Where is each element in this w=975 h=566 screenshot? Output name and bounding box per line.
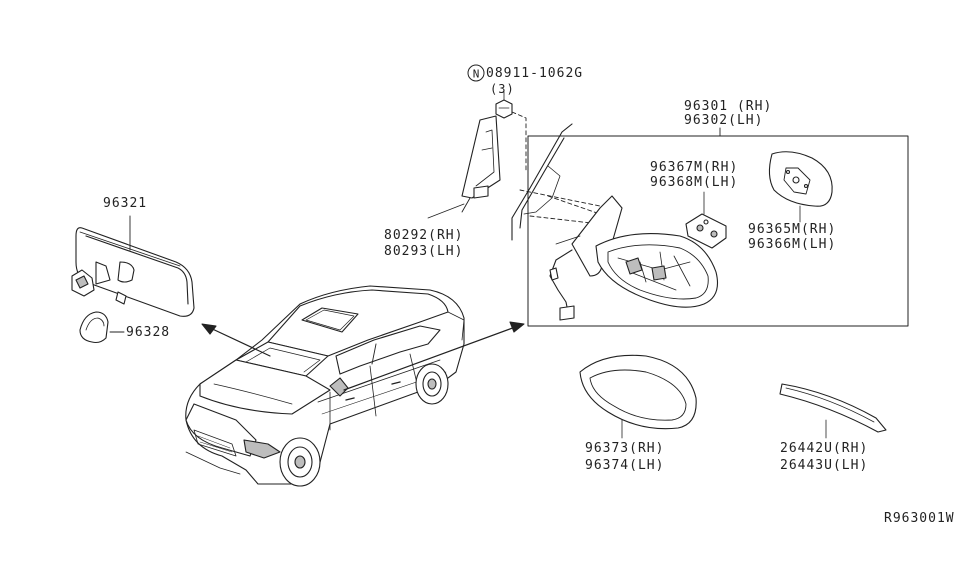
inner-mirror-96321 [71, 215, 195, 317]
actuator-lh-label: 96368M(LH) [650, 175, 739, 190]
assembly-lh-label: 96302(LH) [684, 113, 764, 128]
reference-code: R963001W [884, 511, 955, 526]
mirror-cover-rh-label: 96373(RH) [585, 441, 665, 456]
corner-finisher [461, 115, 501, 213]
assembly-rh-label: 96301 (RH) [684, 99, 773, 114]
fastener-symbol-letter: N [473, 68, 480, 81]
arrow-to-door-mirror [343, 321, 525, 391]
car-illustration [185, 285, 465, 487]
actuator-rh-label: 96367M(RH) [650, 160, 739, 175]
corner-finisher-lh-label: 80293(LH) [384, 244, 464, 259]
door-mirror-assembly [549, 195, 719, 321]
actuator [685, 191, 727, 249]
corner-finisher-rh-label: 80292(RH) [384, 228, 464, 243]
side-lamp-rh-label: 26442U(RH) [780, 441, 869, 456]
inner-mirror-label: 96321 [103, 196, 148, 211]
mirror-cover [579, 354, 697, 439]
arrow-to-inner-mirror [201, 323, 271, 357]
mirror-glass-rh-label: 96365M(RH) [748, 222, 837, 237]
mirror-assembly-box [527, 135, 909, 327]
fastener-part-label: 08911-1062G [486, 66, 584, 81]
door-frame [511, 123, 601, 241]
fastener-qty-label: (3) [490, 82, 515, 96]
fastener-symbol: N [467, 64, 485, 82]
mount-cover-label: 96328 [126, 325, 171, 340]
mirror-glass [768, 151, 833, 223]
side-lamp-lh-label: 26443U(LH) [780, 458, 869, 473]
mount-cover-96328 [79, 311, 125, 344]
mirror-glass-lh-label: 96366M(LH) [748, 237, 837, 252]
mirror-cover-lh-label: 96374(LH) [585, 458, 665, 473]
side-turn-lamp [779, 383, 887, 439]
fastener-nut [495, 91, 527, 171]
